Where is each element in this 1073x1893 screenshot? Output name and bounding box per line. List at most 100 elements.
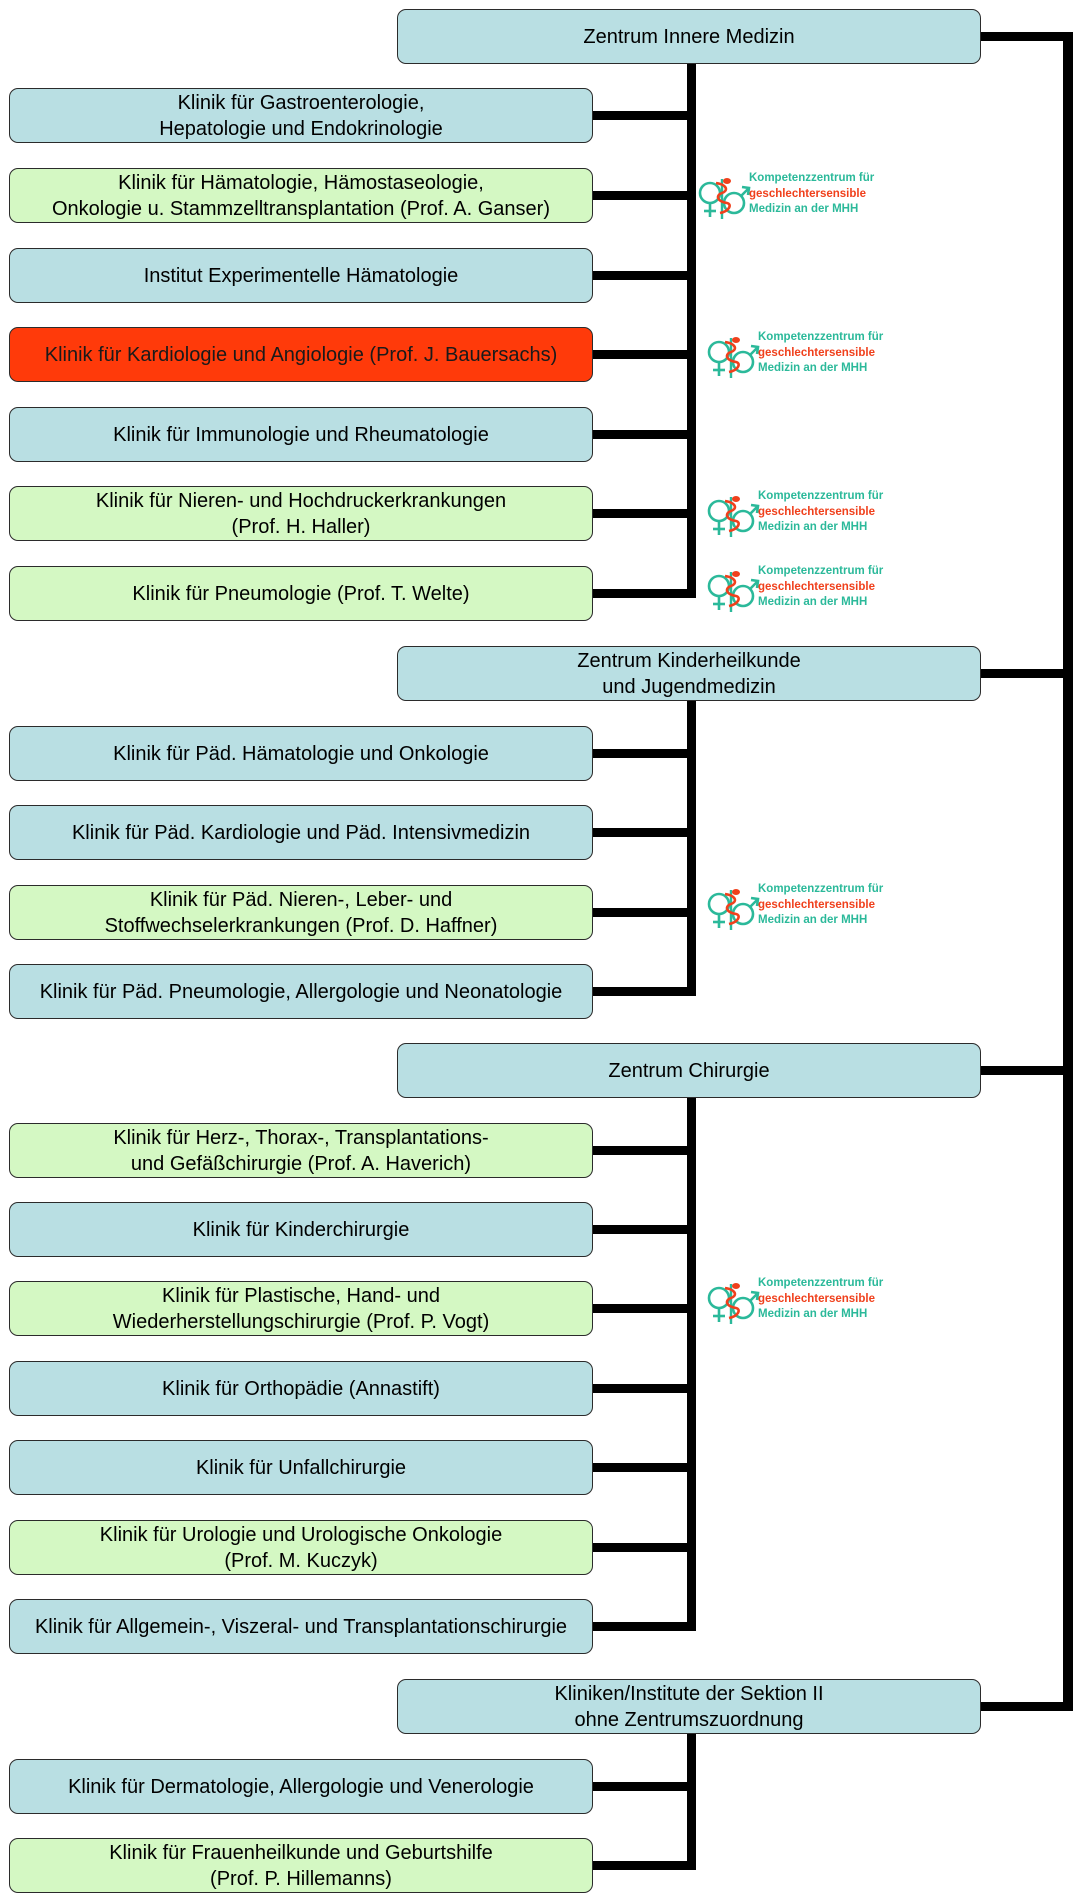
center-connector [980,1066,1073,1075]
clinic-branch [592,191,696,200]
clinic-branch [592,509,696,518]
center-connector [980,1702,1073,1711]
clinic-box-label-line: Onkologie u. Stammzelltransplantation (P… [51,197,550,220]
clinic-box-label-line: Hepatologie und Endokrinologie [159,117,443,140]
clinic-box-label-line: Klinik für Allgemein-, Viszeral- und Tra… [34,1615,568,1638]
clinic-branch [592,987,696,996]
clinic-box-label-line: Klinik für Pneumologie (Prof. T. Welte) [132,582,470,605]
badge-text-line3: Medizin an der MHH [758,1308,868,1320]
clinic-box-label-line: (Prof. H. Haller) [231,515,371,538]
center-box-label-line: und Jugendmedizin [602,675,776,698]
clinic-box-label-line: Wiederherstellungschirurgie (Prof. P. Vo… [112,1310,490,1333]
gender-medicine-logo-icon [698,178,751,219]
clinic-branch [592,1622,696,1631]
clinic-branch [592,430,696,439]
clinic-box[interactable]: Klinik für Immunologie und Rheumatologie [9,407,593,462]
center-box-label-line: Zentrum Chirurgie [608,1059,770,1082]
center-box[interactable]: Zentrum Innere Medizin [397,9,981,64]
badge-text-line3: Medizin an der MHH [758,521,868,533]
clinic-branch [592,749,696,758]
gender-medicine-badge: Kompetenzzentrum für geschlechtersensible… [705,1276,895,1330]
clinic-box-label-line: Klinik für Kinderchirurgie [192,1218,410,1241]
clinic-box-label-line: Klinik für Päd. Hämatologie und Onkologi… [113,742,489,765]
clinic-branch [592,1463,696,1472]
clinic-branch [592,589,696,598]
main-vertical-connector [1063,32,1073,1711]
clinic-box[interactable]: Klinik für Unfallchirurgie [9,1440,593,1495]
center-box-label-line: Zentrum Kinderheilkunde [577,649,801,672]
badge-text-line2: geschlechtersensible [749,187,866,200]
badge-text-line1: Kompetenzzentrum für [758,1277,884,1289]
clinic-branch [592,1146,696,1155]
clinic-box[interactable]: Klinik für Frauenheilkunde und Geburtshi… [9,1838,593,1893]
center-trunk [687,1097,696,1631]
badge-text-line2: geschlechtersensible [758,346,875,359]
clinic-box-label-line: Klinik für Immunologie und Rheumatologie [113,423,489,446]
clinic-box-label-line: Klinik für Hämatologie, Hämostaseologie, [118,171,484,194]
badge-text: Kompetenzzentrum für geschlechtersensible… [758,564,883,611]
clinic-box[interactable]: Klinik für Orthopädie (Annastift) [9,1361,593,1416]
clinic-box[interactable]: Klinik für Allgemein-, Viszeral- und Tra… [9,1599,593,1654]
clinic-box[interactable]: Klinik für Urologie und Urologische Onko… [9,1520,593,1575]
clinic-box[interactable]: Klinik für Dermatologie, Allergologie un… [9,1759,593,1814]
clinic-branch [592,1782,696,1791]
clinic-branch [592,111,696,120]
clinic-box[interactable]: Klinik für Nieren- und Hochdruckerkranku… [9,486,593,541]
clinic-box[interactable]: Klinik für Herz-, Thorax-, Transplantati… [9,1123,593,1178]
clinic-box-label-line: und Gefäßchirurgie (Prof. A. Haverich) [130,1152,472,1175]
badge-text-line1: Kompetenzzentrum für [758,565,884,577]
clinic-branch [592,908,696,917]
badge-text-line3: Medizin an der MHH [758,362,868,374]
clinic-box[interactable]: Klinik für Päd. Hämatologie und Onkologi… [9,726,593,781]
center-box[interactable]: Zentrum Chirurgie [397,1043,981,1098]
clinic-box[interactable]: Institut Experimentelle Hämatologie [9,248,593,303]
gender-medicine-logo-icon [707,1283,760,1324]
clinic-box-label-line: Klinik für Kardiologie und Angiologie (P… [44,343,558,366]
clinic-box[interactable]: Klinik für Hämatologie, Hämostaseologie,… [9,168,593,223]
clinic-box-label-line: Klinik für Urologie und Urologische Onko… [99,1523,503,1546]
clinic-box-label-line: Klinik für Frauenheilkunde und Geburtshi… [109,1841,493,1864]
clinic-box-label-line: Klinik für Dermatologie, Allergologie un… [68,1775,534,1798]
clinic-box[interactable]: Klinik für Gastroenterologie, Hepatologie… [9,88,593,143]
center-trunk [687,700,696,996]
clinic-box-label-line: Institut Experimentelle Hämatologie [143,264,459,287]
badge-text-line2: geschlechtersensible [758,898,875,911]
clinic-box-label-line: Klinik für Herz-, Thorax-, Transplantati… [113,1126,489,1149]
center-trunk [687,63,696,598]
clinic-box-label-line: Klinik für Gastroenterologie, [177,91,425,114]
center-box[interactable]: Kliniken/Institute der Sektion II ohne Ze… [397,1679,981,1734]
gender-medicine-badge: Kompetenzzentrum für geschlechtersensible… [705,564,895,618]
center-connector [980,32,1073,41]
gender-medicine-logo-icon [707,496,760,537]
center-box-label-line: Kliniken/Institute der Sektion II [554,1682,824,1705]
badge-text-line3: Medizin an der MHH [749,203,859,215]
center-box-label-line: ohne Zentrumszuordnung [574,1708,804,1731]
badge-text-line3: Medizin an der MHH [758,914,868,926]
clinic-box[interactable]: Klinik für Kardiologie und Angiologie (P… [9,327,593,382]
clinic-branch [592,828,696,837]
clinic-box[interactable]: Klinik für Päd. Pneumologie, Allergologi… [9,964,593,1019]
clinic-branch [592,271,696,280]
clinic-box[interactable]: Klinik für Pneumologie (Prof. T. Welte) [9,566,593,621]
badge-text-line3: Medizin an der MHH [758,596,868,608]
badge-text-line2: geschlechtersensible [758,580,875,593]
clinic-branch [592,1543,696,1552]
badge-text-line2: geschlechtersensible [758,1292,875,1305]
clinic-box[interactable]: Klinik für Kinderchirurgie [9,1202,593,1257]
center-box[interactable]: Zentrum Kinderheilkunde und Jugendmedizin [397,646,981,701]
clinic-box-label-line: Stoffwechselerkrankungen (Prof. D. Haffn… [104,914,498,937]
clinic-branch [592,350,696,359]
clinic-branch [592,1225,696,1234]
gender-medicine-logo-icon [707,337,760,378]
clinic-box[interactable]: Klinik für Päd. Kardiologie und Päd. Int… [9,805,593,860]
badge-text: Kompetenzzentrum für geschlechtersensible… [758,1276,883,1323]
